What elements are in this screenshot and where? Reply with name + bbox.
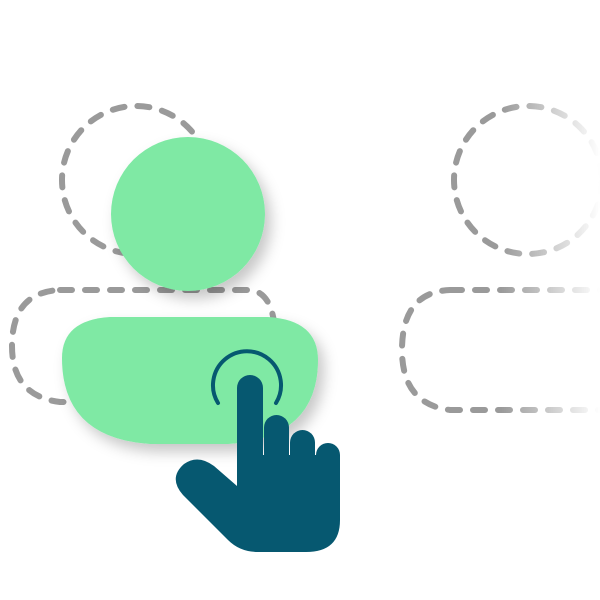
- pointing-hand-icon: [175, 375, 340, 552]
- placeholder-head-right: [451, 103, 600, 257]
- avatar-head: [111, 137, 265, 291]
- tap-ripple-icon: [211, 349, 283, 405]
- placeholder-body-right: [398, 287, 600, 413]
- user-outline-icon: [398, 103, 600, 413]
- palm: [175, 455, 340, 552]
